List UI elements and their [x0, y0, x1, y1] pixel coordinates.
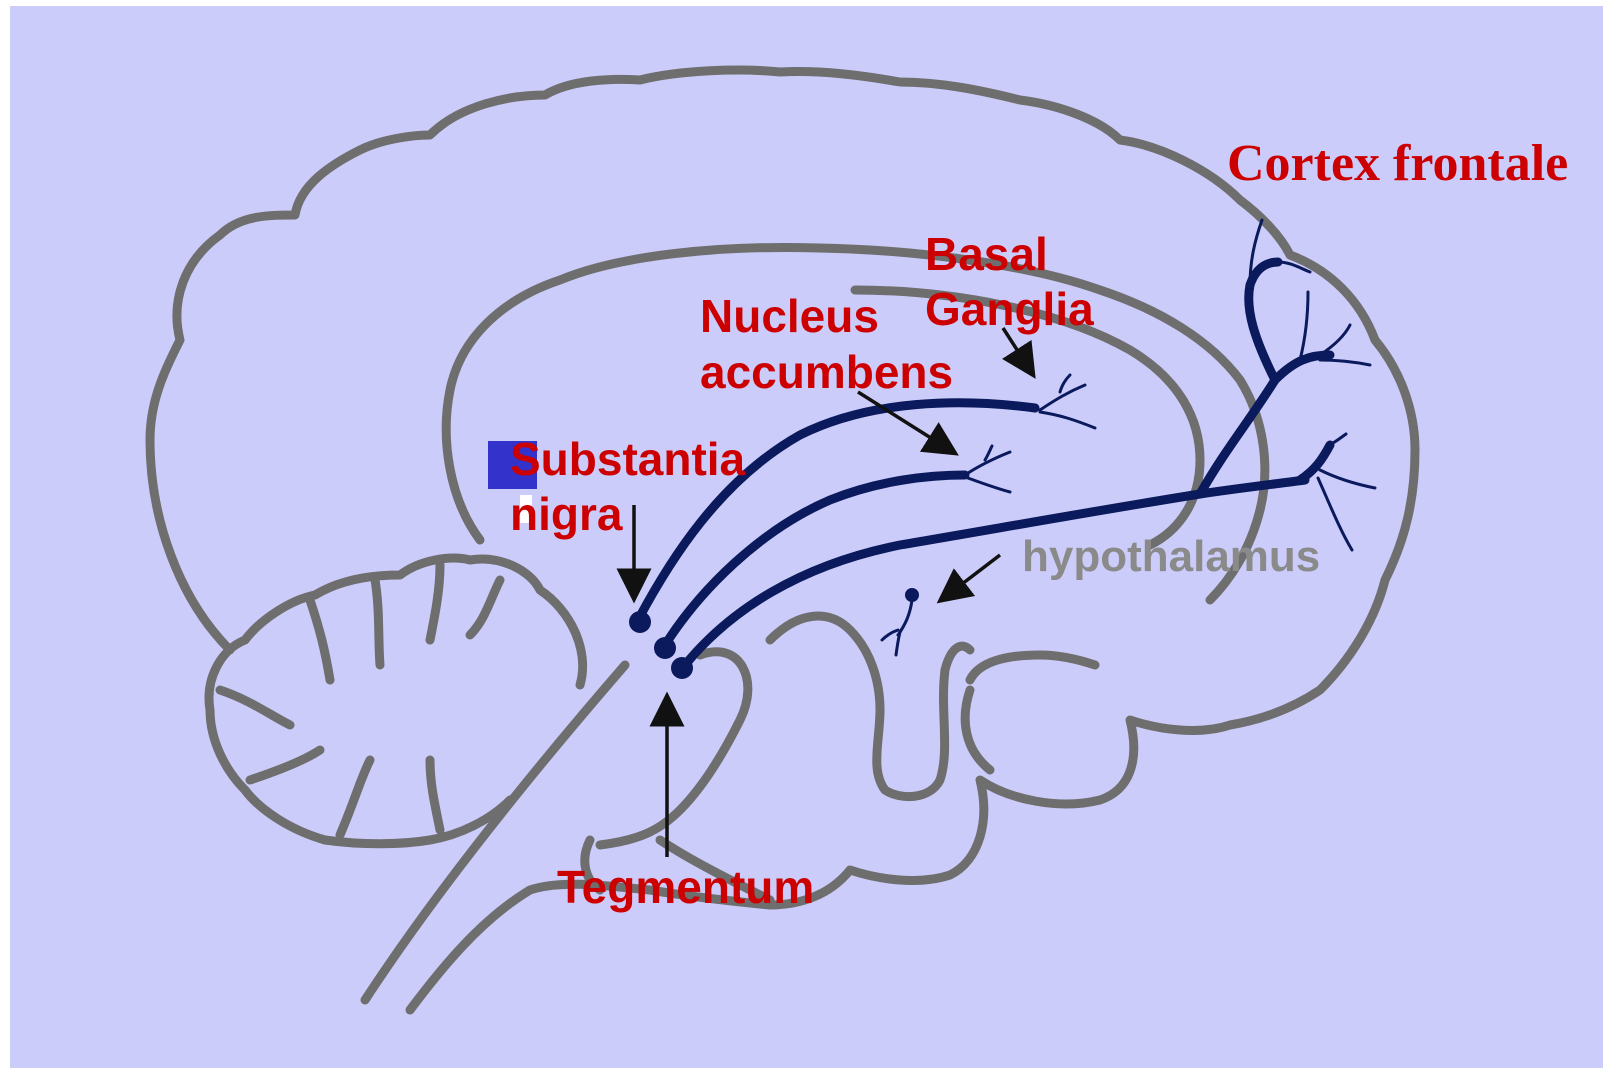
- cerebellum-fold-4: [470, 580, 500, 635]
- vta-cell-2: [671, 657, 693, 679]
- cerebellum-fold-3: [430, 565, 440, 640]
- brainstem-back-line: [365, 665, 625, 1000]
- cerebellum-fold-1: [310, 600, 330, 680]
- hypothalamus-axon: [898, 600, 912, 635]
- cortex-twig-3: [1300, 292, 1308, 360]
- basal-ganglia-terminal-3: [1060, 375, 1070, 392]
- vta-cell-1: [654, 637, 676, 659]
- cortex-branch-lower: [1300, 445, 1330, 480]
- midbrain-contour: [600, 652, 748, 845]
- cortex-twig-6: [1320, 470, 1375, 488]
- slide-background: Cortex frontale Basal Ganglia Nucleus ac…: [10, 6, 1603, 1068]
- label-basal: Basal: [925, 228, 1048, 280]
- label-ganglia: Ganglia: [925, 283, 1094, 335]
- cortex-twig-5: [1320, 360, 1370, 365]
- cerebellum-fold-5: [220, 690, 290, 725]
- hypothalamus-arrow: [945, 555, 1000, 597]
- cerebellum-fold-8: [430, 760, 440, 830]
- cortex-twig-4: [1320, 325, 1350, 355]
- cerebellum-fold-7: [340, 760, 370, 835]
- thalamus-contour: [770, 616, 970, 797]
- accumbens-terminal-2: [965, 477, 1010, 492]
- cerebellum-fold-6: [250, 750, 320, 780]
- cortex-branch-top: [1249, 262, 1278, 380]
- label-cortex-frontale: Cortex frontale: [1227, 135, 1568, 192]
- label-accumbens: accumbens: [700, 346, 953, 398]
- label-substantia: Substantia: [510, 433, 746, 485]
- cortex-twig-7: [1318, 478, 1352, 550]
- label-nigra: nigra: [510, 488, 623, 540]
- basal-ganglia-terminal-2: [1040, 412, 1095, 428]
- cerebellum: [209, 558, 583, 844]
- pons-lower: [965, 690, 990, 770]
- accumbens-terminal-3: [985, 446, 992, 460]
- label-hypothalamus: hypothalamus: [1022, 532, 1320, 581]
- cerebellum-fold-2: [375, 580, 380, 665]
- substantia-nigra-cell: [629, 611, 651, 633]
- cortex-twig-8: [1330, 434, 1346, 445]
- label-nucleus: Nucleus: [700, 290, 879, 342]
- pons-contour: [970, 655, 1095, 680]
- label-tegmentum: Tegmentum: [557, 861, 814, 913]
- hypothalamus-twig-1: [882, 630, 898, 640]
- brain-diagram: Cortex frontale Basal Ganglia Nucleus ac…: [10, 6, 1603, 1068]
